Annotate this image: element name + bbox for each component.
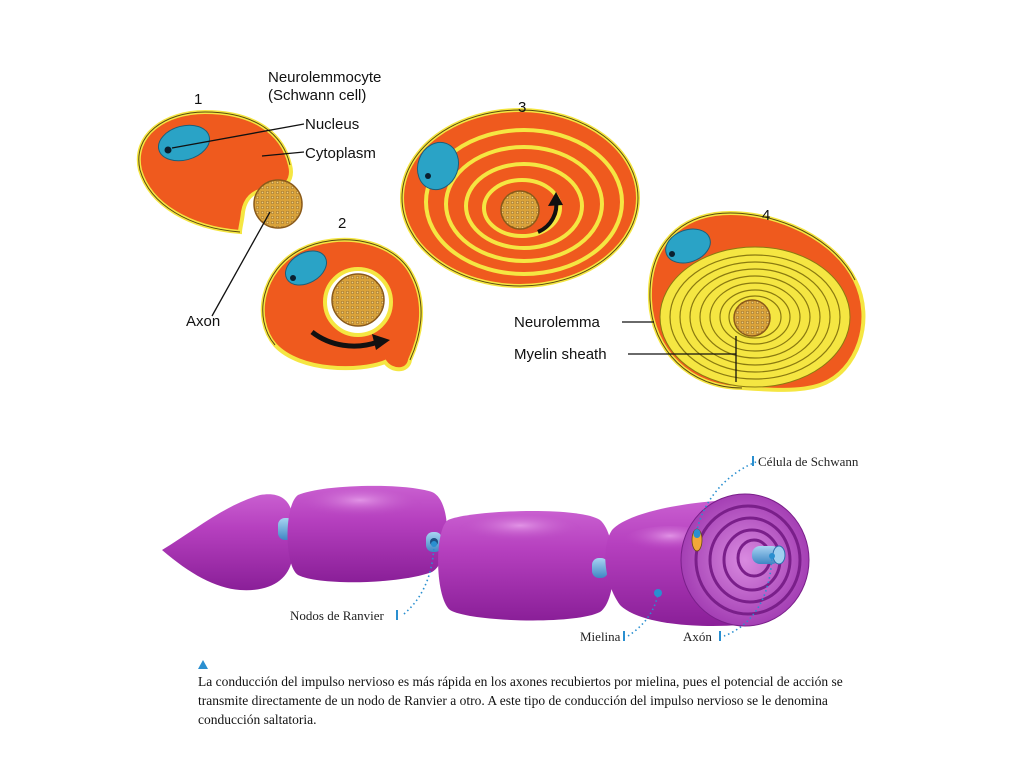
stage-number-3: 3: [518, 99, 526, 116]
cell-title-line2: (Schwann cell): [268, 87, 366, 104]
axon-label: Axon: [186, 313, 220, 330]
stage-number-4: 4: [762, 207, 770, 224]
caption-triangle-icon: [198, 660, 208, 669]
stage-3-schwann-cell: [400, 108, 640, 288]
neurolemma-label: Neurolemma: [514, 314, 601, 331]
stage-2-schwann-cell: [260, 237, 424, 372]
figure-caption: La conducción del impulso nervioso es má…: [198, 660, 878, 729]
bottom-leader-lines: [403, 461, 773, 637]
axon-icon: [253, 179, 303, 229]
axon-icon: [500, 190, 540, 230]
cell-title-line1: Neurolemmocyte: [268, 69, 381, 86]
caption-text: La conducción del impulso nervioso es má…: [198, 674, 843, 727]
wrap-direction-arrow: [310, 329, 379, 349]
nodes-of-ranvier-label: Nodos de Ranvier: [290, 608, 385, 623]
myelinated-axon-3d: [162, 485, 810, 627]
axon-core: [752, 546, 780, 564]
cytoplasm-label: Cytoplasm: [305, 145, 376, 162]
nucleus-icon: [665, 228, 711, 264]
nucleus-icon: [285, 250, 327, 286]
myelin-label: Mielina: [580, 629, 621, 644]
stage-1-schwann-cell: [136, 109, 303, 235]
nucleus-label: Nucleus: [305, 116, 359, 133]
nucleus-icon: [158, 124, 210, 162]
schwann-cell-label: Célula de Schwann: [758, 454, 859, 469]
stage-number-2: 2: [338, 215, 346, 232]
axon-icon: [733, 299, 771, 337]
stage-4-myelinated-axon: [647, 211, 866, 392]
node-of-ranvier: [592, 558, 608, 578]
axon-spanish-label: Axón: [683, 629, 712, 644]
myelin-sheath-label: Myelin sheath: [514, 346, 607, 363]
top-leader-lines: [171, 123, 737, 382]
stage-number-1: 1: [194, 91, 202, 108]
axon-icon: [331, 273, 385, 327]
